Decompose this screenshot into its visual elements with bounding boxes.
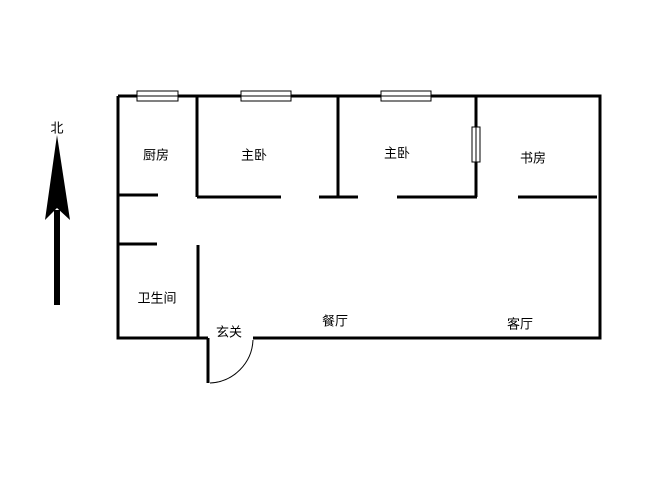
- window: [380, 90, 432, 102]
- room-label-dining: 餐厅: [321, 314, 349, 330]
- north-arrow-icon: [45, 135, 70, 305]
- compass-label: 北: [50, 121, 64, 137]
- window: [136, 90, 179, 102]
- room-label-study: 书房: [519, 151, 547, 167]
- window: [240, 90, 292, 102]
- room-label-living: 客厅: [506, 317, 534, 333]
- outer-wall: [116, 94, 602, 340]
- window: [471, 126, 481, 163]
- room-label-master-bedroom-2: 主卧: [383, 146, 411, 162]
- room-label-master-bedroom-1: 主卧: [240, 148, 268, 164]
- room-label-bathroom: 卫生间: [137, 291, 177, 307]
- room-label-kitchen: 厨房: [142, 148, 170, 164]
- room-label-entrance: 玄关: [215, 325, 243, 341]
- door-arc: [209, 339, 254, 384]
